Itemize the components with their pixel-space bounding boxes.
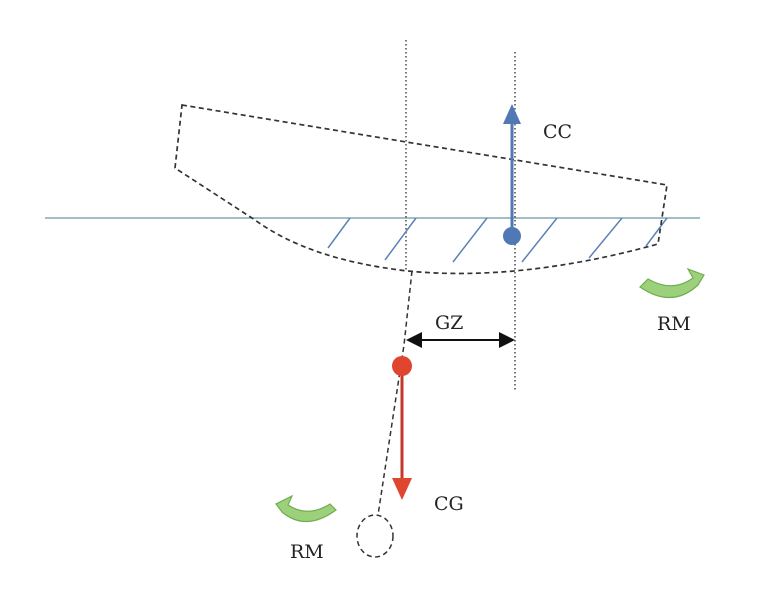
rm-label-right: RM <box>657 313 691 335</box>
gravity-arrow-head <box>392 478 412 500</box>
hull-outline <box>174 104 668 275</box>
submerged-hatch <box>327 218 668 263</box>
gz-arrow-left-head <box>406 332 422 348</box>
gz-arrow-right-head <box>499 332 515 348</box>
curved-arrow-icon <box>275 494 337 523</box>
keel-line <box>377 270 413 516</box>
center-of-buoyancy-dot <box>503 227 521 245</box>
center-of-gravity-dot <box>392 356 412 376</box>
gz-label: GZ <box>435 312 463 334</box>
cg-label: CG <box>434 493 464 515</box>
cc-label: CC <box>543 121 572 143</box>
keel-bulb <box>356 514 394 558</box>
curved-arrow-icon <box>639 267 705 299</box>
rm-label-left: RM <box>290 541 324 563</box>
buoyancy-arrow-head <box>503 104 521 124</box>
